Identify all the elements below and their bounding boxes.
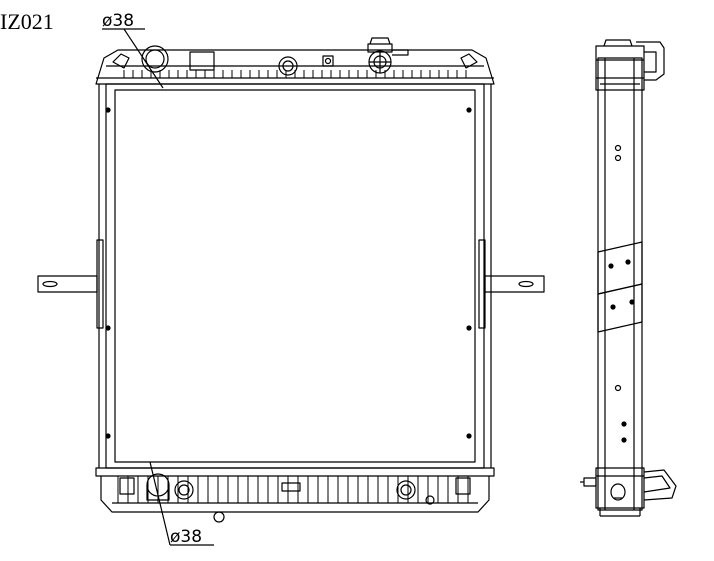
bottom-pipe-dimension: ø38 — [149, 461, 214, 547]
radiator-side-view — [580, 39, 677, 517]
top-tank — [95, 49, 495, 85]
part-code-label: IZ021 — [0, 9, 54, 34]
bottom-pipe-diameter-label: ø38 — [170, 527, 202, 547]
bottom-tank-fins — [117, 476, 469, 503]
bottom-tank — [95, 467, 495, 523]
radiator-core — [98, 83, 492, 469]
side-bottom-tank — [580, 467, 677, 517]
side-top-tank — [595, 39, 665, 91]
left-mount-bracket — [37, 239, 104, 329]
radiator-front-view — [37, 37, 545, 523]
bottom-outlet-pipe — [146, 473, 170, 501]
right-mount-bracket — [478, 239, 545, 329]
side-bracket — [597, 241, 643, 333]
top-tank-fins — [123, 70, 467, 78]
top-inlet-pipe — [141, 45, 169, 73]
top-pipe-diameter-label: ø38 — [102, 11, 134, 31]
filler-neck — [367, 37, 409, 74]
